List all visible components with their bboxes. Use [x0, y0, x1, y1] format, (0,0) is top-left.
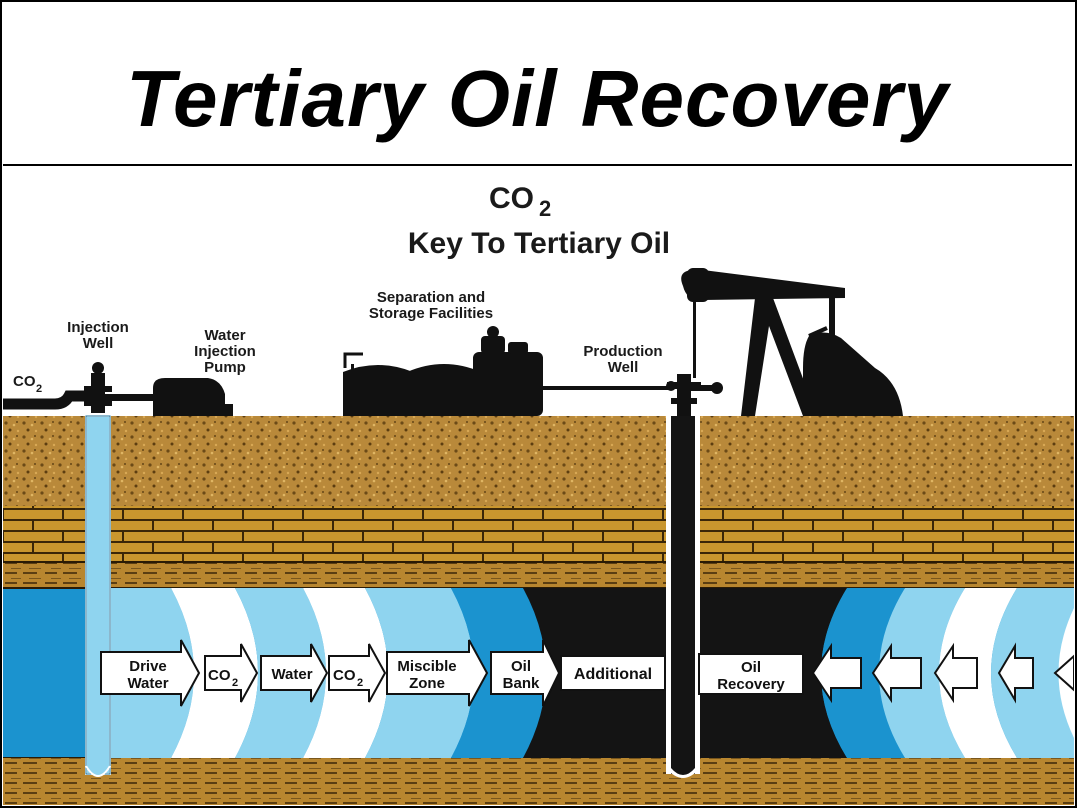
label-injection-well-1: Injection — [67, 319, 129, 336]
label-oil-recovery: Oil Recovery — [698, 653, 804, 695]
separation-facilities — [343, 326, 543, 416]
label-separation-2: Storage Facilities — [369, 305, 493, 322]
pumpjack — [681, 268, 903, 416]
water-injection-pump — [153, 378, 225, 416]
label-separation-1: Separation and — [377, 289, 485, 306]
label-production-well-1: Production — [583, 343, 662, 360]
zone-oil-recovery-1: Oil — [741, 659, 761, 676]
zone-miscible-2: Zone — [409, 675, 445, 692]
zone-oil-bank-2: Bank — [503, 675, 540, 692]
injection-wellhead — [84, 362, 112, 413]
zone-water: Water — [271, 666, 312, 683]
production-wellhead — [666, 374, 723, 418]
base-rock-layer — [3, 758, 1074, 805]
label-pump-2: Injection — [194, 343, 256, 360]
label-co2-inlet: CO — [13, 373, 36, 390]
label-additional: Additional — [560, 655, 666, 691]
zone-miscible-1: Miscible — [397, 658, 456, 675]
arrow-water[interactable]: Water — [260, 643, 329, 703]
injection-well-bore — [85, 415, 111, 777]
arrow-co2-2[interactable]: CO 2 — [328, 643, 387, 703]
title-box: Tertiary Oil Recovery — [3, 3, 1072, 166]
zone-drive-water-1: Drive — [129, 658, 167, 675]
label-co2-inlet-subscript: 2 — [36, 383, 42, 395]
zone-oil-recovery-2: Recovery — [717, 676, 785, 693]
co2-pipe — [3, 390, 95, 410]
gravel-layer — [3, 416, 1074, 506]
arrow-left-4 — [997, 642, 1034, 704]
subtitle-key: Key To Tertiary Oil — [408, 227, 670, 260]
arrow-oil-bank[interactable]: Oil Bank — [490, 639, 561, 707]
label-production-well-2: Well — [608, 359, 639, 376]
zone-oil-bank-1: Oil — [511, 658, 531, 675]
label-pump-1: Water — [204, 327, 245, 344]
pump-pipe — [105, 394, 161, 401]
cap-rock-layer — [3, 562, 1074, 588]
zone-co2-b-subscript: 2 — [357, 677, 363, 689]
zone-co2-a-subscript: 2 — [232, 677, 238, 689]
zone-drive-water-2: Water — [127, 675, 168, 692]
arrow-miscible-zone[interactable]: Miscible Zone — [386, 639, 489, 707]
subtitle-co2-subscript: 2 — [539, 196, 551, 221]
arrow-left-3 — [933, 642, 978, 704]
label-pump-3: Pump — [204, 359, 246, 376]
subtitle-co2: CO — [489, 182, 534, 215]
production-well-bore — [666, 416, 700, 778]
zone-additional: Additional — [574, 666, 652, 683]
arrow-drive-water[interactable]: Drive Water — [100, 639, 201, 707]
arrow-left-1 — [811, 642, 862, 704]
arrow-co2-1[interactable]: CO 2 — [204, 643, 259, 703]
flow-line — [543, 386, 669, 390]
page-title: Tertiary Oil Recovery — [126, 54, 949, 143]
arrow-left-5 — [1053, 654, 1074, 692]
limestone-layer — [3, 506, 1074, 562]
arrow-left-2 — [871, 642, 922, 704]
oil-recovery-diagram: CO 2 Key To Tertiary Oil Injection Well … — [3, 182, 1074, 805]
zone-co2-b: CO — [333, 667, 356, 684]
label-injection-well-2: Well — [83, 335, 114, 352]
zone-co2-a: CO — [208, 667, 231, 684]
